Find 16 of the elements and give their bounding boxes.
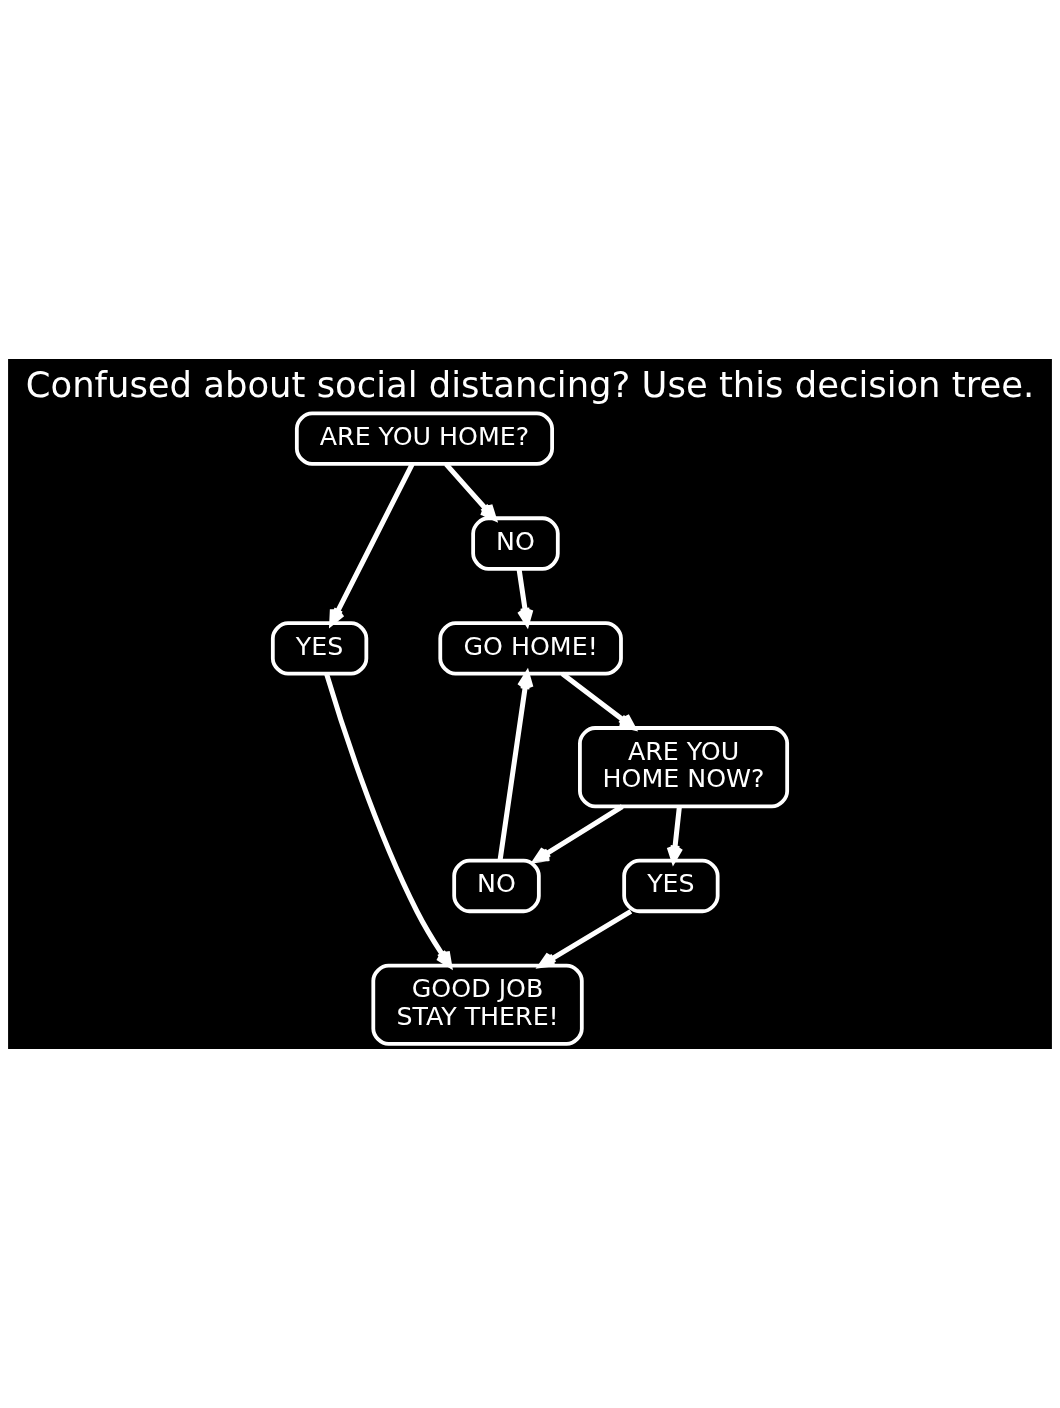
node-box: ARE YOU HOME NOW? <box>578 726 790 809</box>
arrow <box>538 909 633 968</box>
node-box: ARE YOU HOME? <box>294 411 554 466</box>
node-box: YES <box>622 858 720 914</box>
node-box: GOOD JOB STAY THERE! <box>371 963 584 1046</box>
arrow <box>329 462 415 626</box>
diagram-title: Confused about social distancing? Use this decision tree. <box>25 364 1035 406</box>
node-box: YES <box>270 621 369 676</box>
arrow <box>532 804 624 863</box>
node-box: NO <box>452 858 541 914</box>
node-box: NO <box>471 516 560 571</box>
arrow <box>560 671 636 731</box>
arrow <box>444 462 497 521</box>
arrow <box>324 673 453 968</box>
node-box: GO HOME! <box>438 621 623 676</box>
arrow <box>666 806 684 864</box>
